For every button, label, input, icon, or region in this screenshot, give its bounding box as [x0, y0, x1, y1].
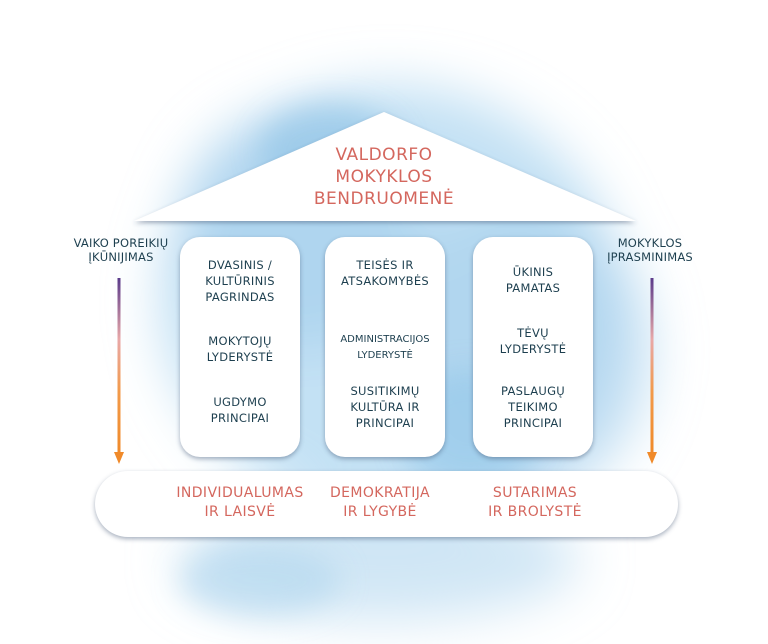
pillar-item-line: PAMATAS	[505, 281, 561, 295]
left-arrow	[114, 278, 124, 464]
pillar-item-line: KULTŪRA IR	[350, 400, 420, 414]
pillar-item-line: PAGRINDAS	[205, 290, 275, 304]
base-item-line: SUTARIMAS	[492, 485, 578, 501]
base-item-line: IR LYGYBĖ	[343, 504, 417, 520]
pillar-item-line: ADMINISTRACIJOS	[340, 334, 430, 345]
pillar-item-line: TEISĖS IR	[356, 258, 414, 272]
pillar-item: ŪKINIS PAMATAS	[473, 264, 593, 296]
pillar-item-line: SUSITIKIMŲ	[350, 384, 420, 398]
base-item-line: DEMOKRATIJA	[329, 485, 431, 501]
right-arrow	[647, 278, 657, 464]
pillar-item-line: PRINCIPAI	[210, 411, 270, 425]
right-side-line: ĮPRASMINIMAS	[607, 250, 693, 264]
pillar-item-line: KULTŪRINIS	[205, 274, 275, 288]
roof	[134, 112, 636, 221]
left-side-label: VAIKO POREIKIŲ ĮKŪNIJIMAS	[52, 236, 190, 264]
pillar-item: ADMINISTRACIJOS LYDERYSTĖ	[325, 332, 445, 364]
right-side-label: MOKYKLOS ĮPRASMINIMAS	[586, 236, 714, 264]
pillar-item-line: ATSAKOMYBĖS	[340, 274, 430, 288]
pillar-item-line: LYDERYSTĖ	[499, 342, 567, 356]
pillar-item-line: UGDYMO	[213, 395, 267, 409]
pillar-item-line: TĖVŲ	[517, 326, 549, 340]
foundation-base: INDIVIDUALUMAS IR LAISVĖ DEMOKRATIJA IR …	[95, 471, 678, 537]
base-item-line: INDIVIDUALUMAS	[176, 485, 304, 501]
pillar-item-line: PRINCIPAI	[503, 416, 563, 430]
base-item: SUTARIMAS IR BROLYSTĖ	[460, 484, 610, 522]
pillar-item-line: DVASINIS /	[207, 258, 273, 272]
left-side-line: VAIKO POREIKIŲ	[73, 236, 169, 250]
pillar-item: UGDYMO PRINCIPAI	[180, 394, 300, 426]
left-side-line: ĮKŪNIJIMAS	[88, 250, 154, 264]
roof-title: VALDORFO MOKYKLOS BENDRUOMENĖ	[284, 144, 484, 210]
roof-title-line: VALDORFO	[335, 145, 433, 165]
pillar-1: DVASINIS / KULTŪRINIS PAGRINDAS MOKYTOJŲ…	[180, 237, 300, 457]
base-item: INDIVIDUALUMAS IR LAISVĖ	[165, 484, 315, 522]
pillar-item-line: PASLAUGŲ	[500, 384, 566, 398]
base-item-line: IR LAISVĖ	[204, 504, 276, 520]
pillar-item-line: LYDERYSTĖ	[206, 350, 274, 364]
pillar-item: MOKYTOJŲ LYDERYSTĖ	[180, 333, 300, 365]
pillar-item-line: TEIKIMO	[508, 400, 558, 414]
pillar-item-line: MOKYTOJŲ	[208, 334, 272, 348]
pillar-item: SUSITIKIMŲ KULTŪRA IR PRINCIPAI	[325, 383, 445, 431]
base-item-line: IR BROLYSTĖ	[488, 504, 582, 520]
pillar-item-line: LYDERYSTĖ	[357, 350, 413, 361]
pillar-item: PASLAUGŲ TEIKIMO PRINCIPAI	[473, 383, 593, 431]
roof-title-line: MOKYKLOS	[335, 167, 433, 187]
pillar-item: TĖVŲ LYDERYSTĖ	[473, 325, 593, 357]
pillar-2: TEISĖS IR ATSAKOMYBĖS ADMINISTRACIJOS LY…	[325, 237, 445, 457]
roof-title-line: BENDRUOMENĖ	[313, 189, 455, 209]
right-side-line: MOKYKLOS	[617, 236, 683, 250]
base-item: DEMOKRATIJA IR LYGYBĖ	[305, 484, 455, 522]
pillar-item: TEISĖS IR ATSAKOMYBĖS	[325, 257, 445, 289]
pillar-item: DVASINIS / KULTŪRINIS PAGRINDAS	[180, 257, 300, 305]
pillar-item-line: PRINCIPAI	[355, 416, 415, 430]
pillar-3: ŪKINIS PAMATAS TĖVŲ LYDERYSTĖ PASLAUGŲ T…	[473, 237, 593, 457]
pillar-item-line: ŪKINIS	[512, 265, 554, 279]
